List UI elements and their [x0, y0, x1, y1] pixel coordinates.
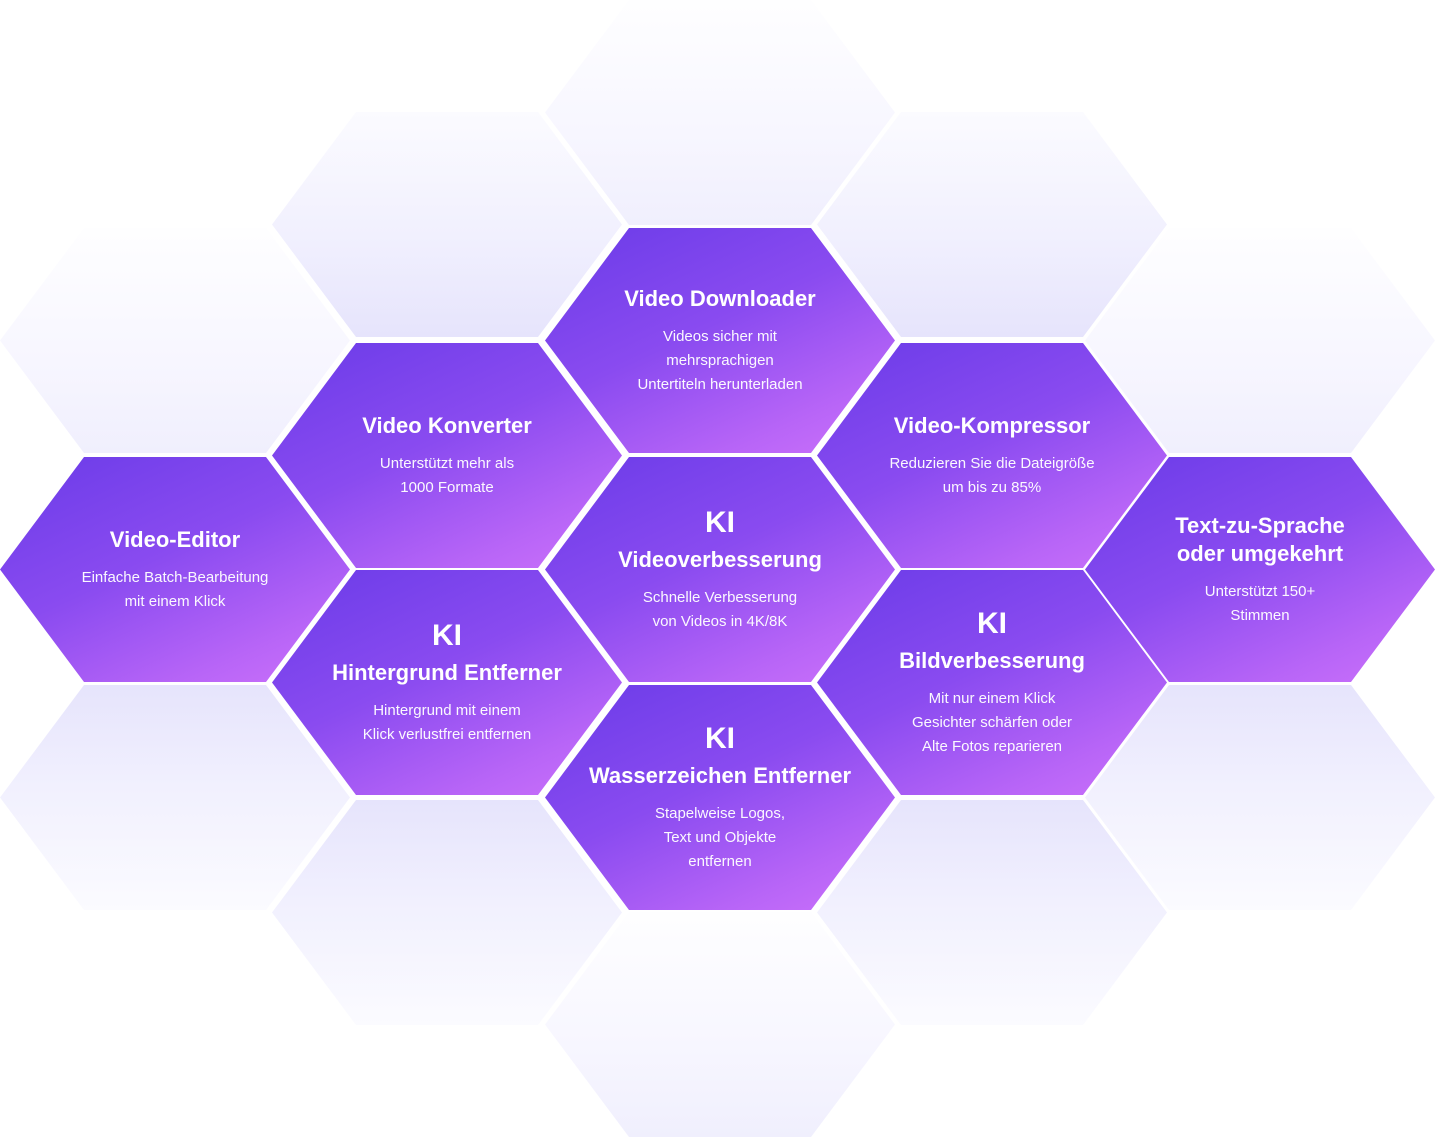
feature-ki-videoverbesserung[interactable]: KI Videoverbesserung Schnelle Verbesseru…	[545, 457, 895, 682]
decorative-hexagon	[545, 0, 895, 225]
feature-title: Bildverbesserung	[899, 647, 1085, 673]
feature-text-zu-sprache[interactable]: Text-zu-Sprache oder umgekehrt Unterstüt…	[1085, 457, 1435, 682]
decorative-hexagon	[272, 112, 622, 337]
decorative-hexagon	[545, 912, 895, 1137]
feature-description: Hintergrund mit einem Klick verlustfrei …	[362, 701, 532, 743]
feature-description: Unterstützt mehr als 1000 Formate	[379, 454, 515, 496]
feature-title: Text-zu-Sprache oder umgekehrt	[1175, 512, 1345, 566]
feature-title: Video-Editor	[109, 526, 241, 552]
feature-title: Hintergrund Entferner	[332, 659, 562, 685]
feature-video-editor[interactable]: Video-Editor Einfache Batch-Bearbeitung …	[0, 457, 350, 682]
feature-description: Mit nur einem Klick Gesichter schärfen o…	[911, 689, 1073, 755]
decorative-hexagon	[0, 685, 350, 910]
feature-description: Videos sicher mit mehrsprachigen Unterti…	[637, 327, 803, 393]
feature-description: Reduzieren Sie die Dateigröße um bis zu …	[889, 454, 1095, 496]
decorative-hexagon	[0, 228, 350, 453]
feature-ki-label: KI	[705, 721, 735, 755]
feature-title: Video Konverter	[362, 412, 532, 438]
feature-ki-label: KI	[432, 618, 462, 652]
feature-ki-label: KI	[977, 606, 1007, 640]
feature-ki-bildverbesserung[interactable]: KI Bildverbesserung Mit nur einem Klick …	[817, 570, 1167, 795]
feature-description: Schnelle Verbesserung von Videos in 4K/8…	[642, 588, 798, 630]
decorative-hexagon	[1085, 228, 1435, 453]
feature-title: Videoverbesserung	[618, 546, 822, 572]
feature-description: Unterstützt 150+ Stimmen	[1204, 582, 1316, 624]
decorative-hexagon	[817, 112, 1167, 337]
feature-video-konverter[interactable]: Video Konverter Unterstützt mehr als 100…	[272, 343, 622, 568]
feature-ki-wasserzeichen-entferner[interactable]: KI Wasserzeichen Entferner Stapelweise L…	[545, 685, 895, 910]
feature-ki-label: KI	[705, 505, 735, 539]
feature-title: Video-Kompressor	[893, 412, 1091, 438]
feature-ki-hintergrund-entferner[interactable]: KI Hintergrund Entferner Hintergrund mit…	[272, 570, 622, 795]
feature-video-downloader[interactable]: Video Downloader Videos sicher mit mehrs…	[545, 228, 895, 453]
feature-description: Einfache Batch-Bearbeitung mit einem Kli…	[81, 568, 269, 610]
feature-video-kompressor[interactable]: Video-Kompressor Reduzieren Sie die Date…	[817, 343, 1167, 568]
decorative-hexagon	[817, 800, 1167, 1025]
feature-title: Video Downloader	[624, 285, 816, 311]
feature-title: Wasserzeichen Entferner	[588, 762, 852, 788]
feature-description: Stapelweise Logos, Text und Objekte entf…	[654, 804, 786, 870]
decorative-hexagon	[272, 800, 622, 1025]
decorative-hexagon	[1085, 685, 1435, 910]
